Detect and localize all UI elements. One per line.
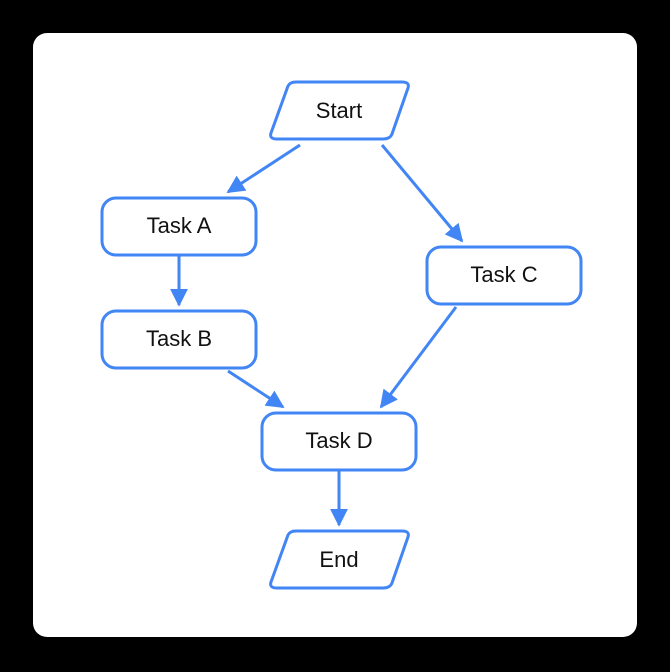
edge-start-task-a bbox=[226, 143, 301, 194]
edge-layer bbox=[170, 143, 464, 527]
node-task-a[interactable]: Task A bbox=[100, 196, 258, 257]
node-task-d-shape bbox=[260, 411, 418, 472]
edge-task-c-task-d bbox=[379, 306, 458, 409]
node-task-b-label: Task B bbox=[146, 326, 212, 351]
node-task-d-label: Task D bbox=[305, 428, 372, 453]
node-start[interactable]: Start bbox=[269, 80, 410, 141]
node-start-shape bbox=[269, 80, 410, 141]
node-layer: Start Task A Task C Task B Task D bbox=[100, 80, 583, 590]
node-task-c-label: Task C bbox=[470, 262, 537, 287]
node-start-label: Start bbox=[316, 98, 362, 123]
node-task-d[interactable]: Task D bbox=[260, 411, 418, 472]
edge-task-b-task-d bbox=[227, 369, 285, 409]
edge-start-task-c bbox=[380, 144, 464, 243]
node-task-c-shape bbox=[425, 245, 583, 306]
node-task-c[interactable]: Task C bbox=[425, 245, 583, 306]
node-task-b-shape bbox=[100, 309, 258, 370]
node-task-a-label: Task A bbox=[147, 213, 212, 238]
node-end[interactable]: End bbox=[269, 529, 410, 590]
node-end-label: End bbox=[319, 547, 358, 572]
node-end-shape bbox=[269, 529, 410, 590]
node-task-b[interactable]: Task B bbox=[100, 309, 258, 370]
node-task-a-shape bbox=[100, 196, 258, 257]
